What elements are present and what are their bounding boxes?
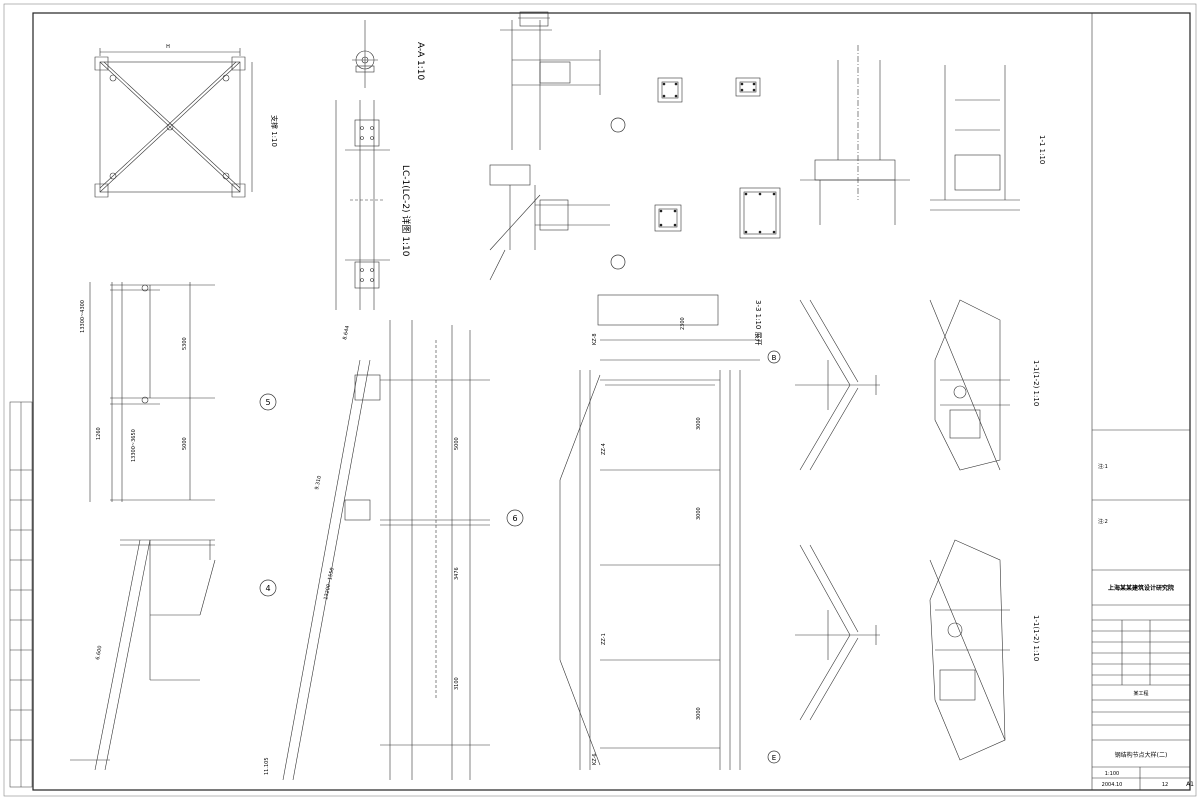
frame-dim-c: 3000 [696,707,702,720]
frame-dim-g: 5000 [454,437,460,450]
marker-4-text: 4 [265,584,270,593]
plan-dim-h: H [166,44,170,50]
frame-label-kz6: KZ-6 [592,753,598,765]
elev5-dim-mid: 13300~3650 [131,429,137,462]
title-block-institute: 上海某某建筑设计研究院 [1108,584,1174,592]
column-base-detail [800,45,910,225]
elev5-dim-b: 5000 [182,437,188,450]
marker-6-text: 6 [512,514,517,523]
title-block-sheet-no: 12 [1162,782,1168,788]
beam-column-joint-lower [489,164,610,281]
slope-dim-1: 13200~1550 [323,567,336,600]
lc-detail-label: LC-1(LC-2) 详图 1:10 [400,165,412,257]
elevation-5 [89,282,215,502]
elev5-dim-a: 5300 [182,337,188,350]
frame-dim-a: 3000 [696,417,702,430]
frame-dim-e: 3476 [454,567,460,580]
gusset-section-upper [929,299,1010,471]
slope-dim-2: 9.310 [314,475,323,490]
plan-scale-label: 支撑 1:10 [270,115,279,147]
beam-column-joint-upper [500,11,601,150]
gusset-section-lower [929,539,1010,761]
zz-rebar-dots [659,82,776,234]
slope-dim-3: 8.644 [342,325,351,340]
section-1-1-upper [930,65,1020,211]
title-block-scale: 1:100 [1105,771,1119,777]
sheet-size-label: A1 [1186,781,1194,788]
grid-marker-e-text: E [772,754,776,762]
marker-6 [506,509,524,527]
frame-dim-b: 3000 [696,507,702,520]
sheet-frame [32,12,1191,791]
grid-marker-b-text: B [772,354,777,362]
title-block-project: 某工程 [1133,690,1148,697]
section-12-upper-label: 1-1(1-2) 1:10 [1032,360,1040,406]
view-3-label: 3-3 1:10 展开 [754,300,762,346]
lc-column [335,100,390,310]
v-brace-joint-upper [795,299,880,471]
legend-note-2: 注:2 [1098,518,1108,525]
sheet-outer-border [3,3,1197,797]
slope-elevation-6 [282,320,490,781]
section-11-label: 1-1 1:10 [1038,135,1046,164]
marker-4 [259,579,277,597]
title-block-date: 2004.10 [1102,782,1123,788]
elevation-4 [70,539,216,771]
frame-dim-f: 3100 [454,677,460,690]
grid-marker-b [767,350,781,364]
zz-sections [654,77,781,239]
slope-dim-4: 11.105 [264,758,270,776]
frame-label-zz1: ZZ-1 [601,633,607,645]
frame-dim-d: 2300 [680,317,686,330]
x-bracing-plan [94,48,253,198]
section-12-lower-label: 1-1(1-2) 1:10 [1032,615,1040,661]
v-brace-joint-lower [795,544,880,721]
frame-elevation [559,294,760,770]
frame-label-zz4: ZZ-4 [601,443,607,455]
detail-marker-7 [610,254,626,270]
marker-5 [259,393,277,411]
detail-marker-6-top [610,117,626,133]
grid-marker-e [767,750,781,764]
elev5-dim-c: 1260 [96,427,102,440]
marker-5-text: 5 [265,398,270,407]
binding-strip [9,401,33,788]
legend-note-1: 注:1 [1098,463,1108,470]
bolt-detail [352,20,378,88]
section-aa-label: A-A 1:10 [415,42,425,81]
title-block-drawing-title: 钢结构节点大样(二) [1115,751,1168,759]
frame-label-kz8: KZ-8 [592,333,598,345]
elev4-dim-label: 6.600 [95,645,103,660]
elev5-dim-top: 13300~4300 [80,300,86,333]
title-block [1091,13,1190,790]
